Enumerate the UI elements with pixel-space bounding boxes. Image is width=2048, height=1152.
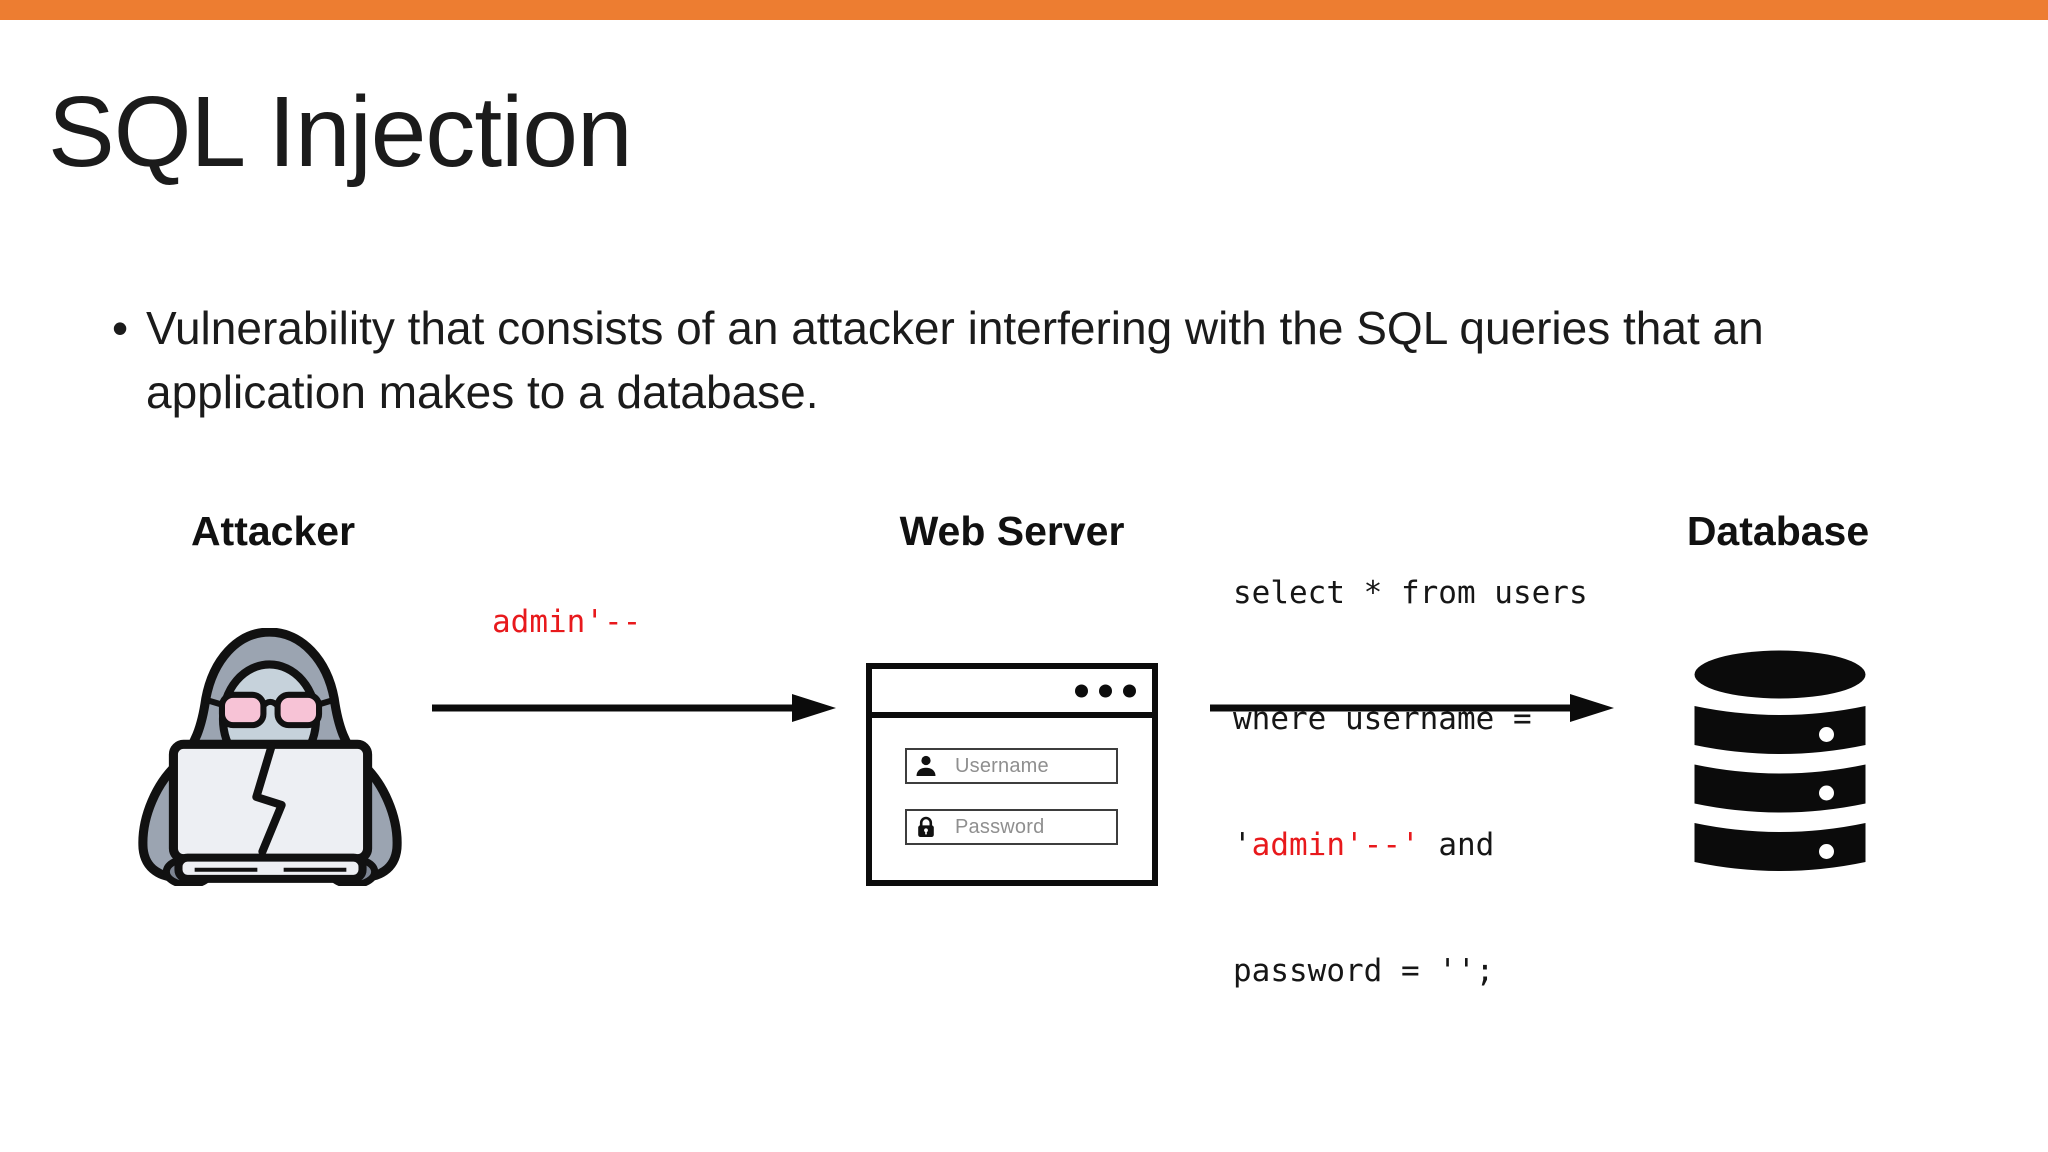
username-placeholder: Username: [955, 754, 1049, 777]
lock-icon: [918, 816, 934, 837]
accent-top-bar: [0, 0, 2048, 20]
password-field: Password: [905, 809, 1118, 845]
attacker-hacker-icon: [138, 628, 402, 886]
sql-query-code: select * from users where username = 'ad…: [1233, 488, 1588, 1034]
browser-window-icon: Username Password: [866, 663, 1158, 886]
password-placeholder: Password: [955, 815, 1045, 838]
web-server-label: Web Server: [899, 508, 1125, 554]
bullet-text: Vulnerability that consists of an attack…: [146, 302, 1764, 418]
browser-titlebar: [872, 669, 1152, 718]
webserver-to-database-arrow: [1210, 694, 1614, 722]
page-title: SQL Injection: [48, 76, 633, 188]
bullet-marker: •: [112, 302, 129, 354]
injected-sql-fragment: admin'--': [1251, 827, 1420, 863]
username-field: Username: [905, 748, 1118, 784]
database-icon: [1694, 650, 1866, 871]
window-menu-dots-icon: [1075, 684, 1136, 697]
sql-line-4: password = '';: [1233, 953, 1495, 989]
sql-line-1: select * from users: [1233, 575, 1588, 611]
database-label: Database: [1686, 508, 1870, 554]
user-icon: [916, 755, 936, 776]
injection-payload-label: admin'--: [492, 604, 642, 640]
attacker-to-webserver-arrow: [432, 694, 836, 722]
attacker-label: Attacker: [190, 508, 356, 554]
bullet-item: • Vulnerability that consists of an atta…: [112, 296, 1852, 424]
sql-line-3: 'admin'--' and: [1233, 827, 1495, 863]
